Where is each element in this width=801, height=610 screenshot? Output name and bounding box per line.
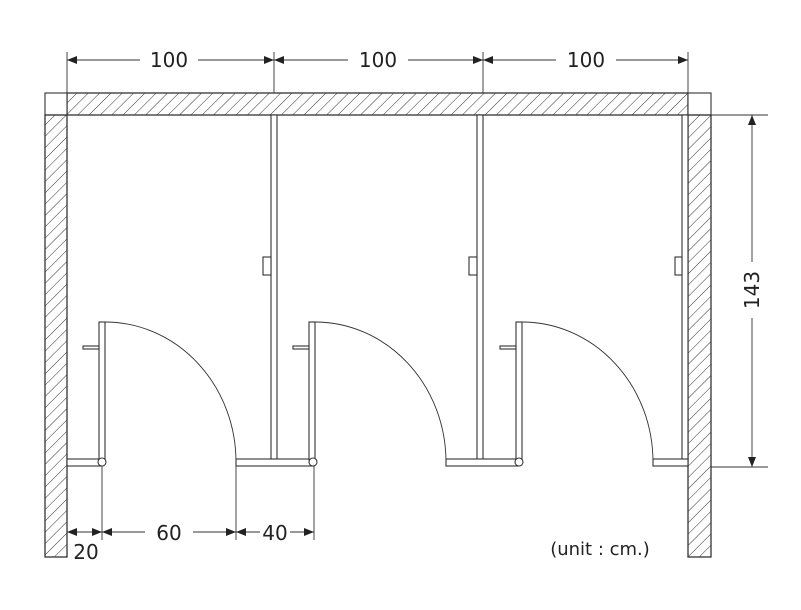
partition-1 [270,114,278,461]
top-wall [66,92,689,116]
depth-dimension-line: 143 [711,114,768,468]
front-panel [66,458,103,467]
door-leaf [98,321,106,461]
bottom-dimension-line: 20 60 40 [67,462,315,564]
coat-hook [499,345,517,350]
partition-bracket [262,256,272,276]
dim-label-stall-1-width: 100 [150,48,188,72]
top-dimension-line: 100 100 100 [66,48,689,93]
stall-1 [66,321,237,467]
door-leaf [308,321,316,461]
partitions [262,114,689,461]
door-swing-arc [314,321,447,463]
walls [44,92,712,558]
dim-label-depth: 143 [740,271,764,309]
unit-note: (unit : cm.) [550,539,650,560]
top-right-corner [687,92,712,116]
partition-bracket [674,256,683,276]
right-wall [687,114,712,558]
dim-label-stall-2-width: 100 [359,48,397,72]
partition-2 [476,114,484,461]
partition-3 [681,114,689,461]
hinge-pivot [97,457,107,467]
stall-2 [235,321,447,467]
door-swing-arc [521,321,654,463]
hinge-pivot [308,457,318,467]
dim-label-door-width: 60 [156,521,181,545]
front-panel [235,458,315,467]
dim-label-stall-3-width: 100 [567,48,605,72]
dim-label-panel-width: 40 [262,521,287,545]
stall-3 [445,321,689,467]
front-panel-end [652,458,689,467]
coat-hook [292,345,310,350]
front-panel [445,458,520,467]
dim-label-wall-offset: 20 [73,540,98,564]
door-swing-arc [104,321,237,463]
coat-hook [82,345,100,350]
top-left-corner [44,92,68,116]
door-leaf [515,321,523,461]
partition-bracket [468,256,478,276]
hinge-pivot [514,457,524,467]
left-wall [44,114,68,558]
